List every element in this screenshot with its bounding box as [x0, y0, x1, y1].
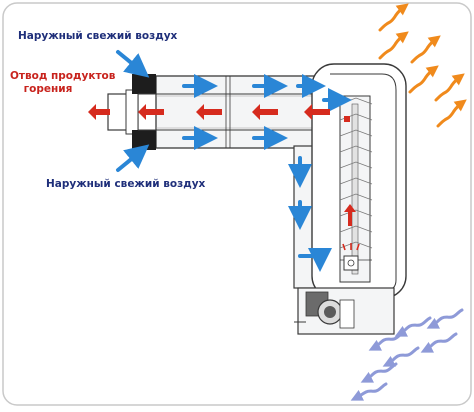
fresh-air-arrows	[116, 50, 352, 272]
horizontal-pipe	[155, 75, 317, 149]
exhaust-arrow-up	[344, 204, 356, 226]
gas-valve	[294, 287, 395, 335]
label-exhaust-line1: Отвод продуктов	[10, 70, 116, 82]
label-fresh-air-bottom: Наружный свежий воздух	[46, 178, 206, 190]
terminal-cap-bottom	[132, 130, 156, 150]
label-exhaust-line2: горения	[23, 83, 73, 95]
warm-air-arrows	[378, 3, 467, 128]
fresh-air-arrow-bottom	[116, 144, 150, 172]
cold-air-arrows	[350, 308, 464, 401]
label-fresh-air-top: Наружный свежий воздух	[18, 30, 178, 42]
terminal-cap-top	[132, 74, 156, 94]
diagram-frame	[2, 2, 472, 406]
flame-icon	[342, 243, 360, 251]
exhaust-arrow-out	[88, 104, 110, 120]
label-exhaust: Отвод продуктов горения	[10, 70, 116, 96]
convector-body	[311, 63, 407, 299]
fresh-air-arrow-top	[116, 50, 150, 78]
exhaust-arrows	[88, 104, 356, 226]
